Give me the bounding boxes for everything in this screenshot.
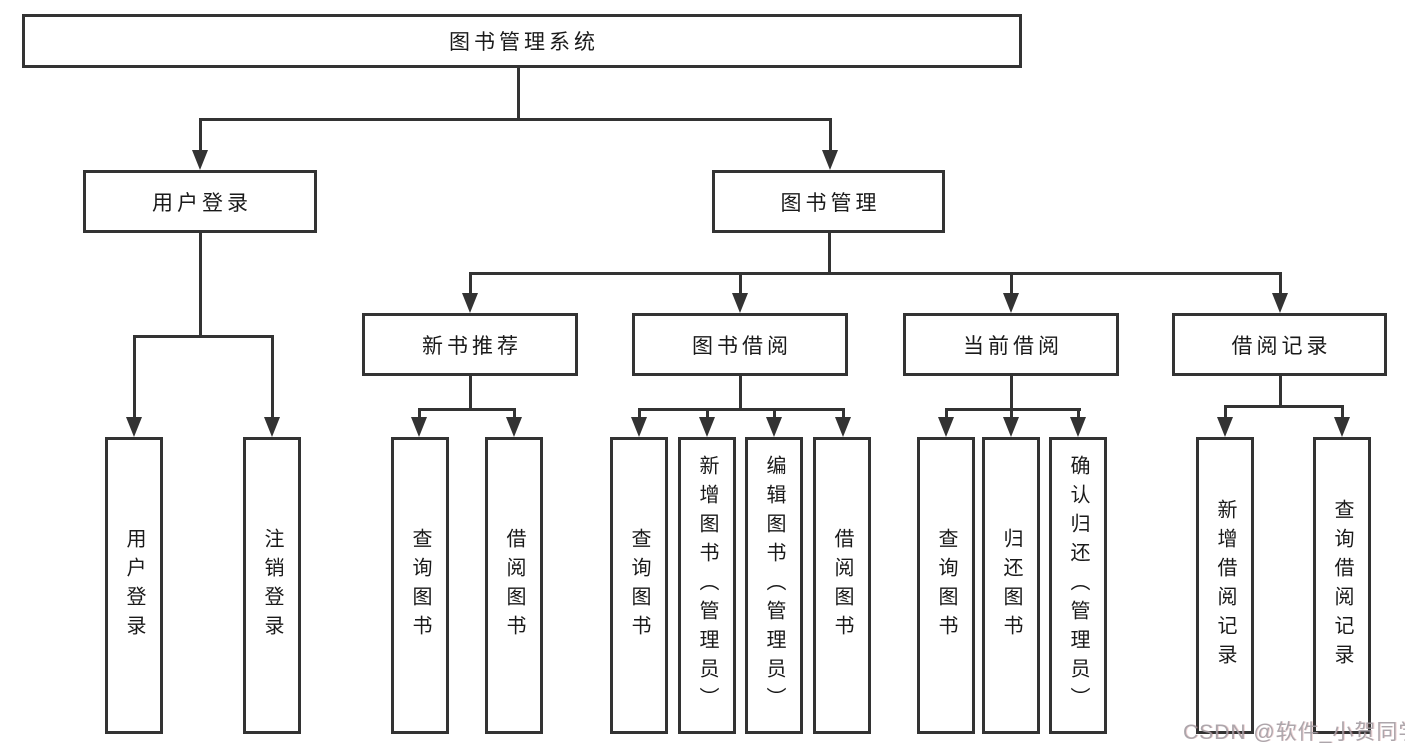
connector-line <box>469 376 472 411</box>
node-current-borrow: 当前借阅 <box>903 313 1119 376</box>
connector-line <box>1279 272 1282 296</box>
arrowhead-down-icon <box>1272 293 1288 313</box>
connector-line <box>133 335 274 338</box>
connector-line <box>199 233 202 338</box>
connector-line <box>271 335 274 421</box>
arrowhead-down-icon <box>1217 417 1233 437</box>
arrowhead-down-icon <box>411 417 427 437</box>
arrowhead-down-icon <box>732 293 748 313</box>
connector-line <box>1010 272 1013 296</box>
leaf-br-add-record: 新增借阅记录 <box>1196 437 1254 734</box>
arrowhead-down-icon <box>462 293 478 313</box>
arrowhead-down-icon <box>1003 293 1019 313</box>
arrowhead-down-icon <box>264 417 280 437</box>
connector-line <box>829 118 832 152</box>
arrowhead-down-icon <box>192 150 208 170</box>
connector-line <box>469 272 472 296</box>
connector-line <box>638 408 641 421</box>
node-user-login: 用户登录 <box>83 170 317 233</box>
connector-line <box>1341 405 1344 421</box>
arrowhead-down-icon <box>938 417 954 437</box>
arrowhead-down-icon <box>822 150 838 170</box>
connector-line <box>773 408 776 421</box>
leaf-nb-borrow-book: 借阅图书 <box>485 437 543 734</box>
arrowhead-down-icon <box>1003 417 1019 437</box>
connector-line <box>842 408 845 421</box>
connector-line <box>133 335 136 421</box>
leaf-cb-confirm-return-admin: 确认归还（管理员） <box>1049 437 1107 734</box>
node-root: 图书管理系统 <box>22 14 1022 68</box>
arrowhead-down-icon <box>699 417 715 437</box>
connector-line <box>1010 376 1013 411</box>
connector-line <box>706 408 709 421</box>
node-book-management: 图书管理 <box>712 170 945 233</box>
arrowhead-down-icon <box>506 417 522 437</box>
connector-line <box>199 118 831 121</box>
connector-line <box>739 272 742 296</box>
leaf-user-login: 用户登录 <box>105 437 163 734</box>
leaf-cb-return-book: 归还图书 <box>982 437 1040 734</box>
arrowhead-down-icon <box>766 417 782 437</box>
leaf-cb-query-book: 查询图书 <box>917 437 975 734</box>
connector-line <box>513 408 516 421</box>
connector-line <box>1224 405 1344 408</box>
leaf-nb-query-book: 查询图书 <box>391 437 449 734</box>
connector-line <box>199 118 202 152</box>
connector-line <box>469 272 1282 275</box>
arrowhead-down-icon <box>631 417 647 437</box>
connector-line <box>1077 408 1080 421</box>
arrowhead-down-icon <box>835 417 851 437</box>
connector-line <box>739 376 742 411</box>
node-book-borrow: 图书借阅 <box>632 313 848 376</box>
arrowhead-down-icon <box>126 417 142 437</box>
connector-line <box>945 408 1081 411</box>
node-new-book-recommend: 新书推荐 <box>362 313 578 376</box>
arrowhead-down-icon <box>1070 417 1086 437</box>
connector-line <box>418 408 421 421</box>
connector-line <box>1279 376 1282 408</box>
connector-line <box>418 408 516 411</box>
connector-line <box>828 233 831 275</box>
leaf-bb-query-book: 查询图书 <box>610 437 668 734</box>
connector-line <box>1010 408 1013 421</box>
connector-line <box>517 68 520 121</box>
leaf-logout: 注销登录 <box>243 437 301 734</box>
arrowhead-down-icon <box>1334 417 1350 437</box>
connector-line <box>1224 405 1227 421</box>
watermark: CSDN @软件_小贺同学 <box>1183 721 1405 744</box>
leaf-bb-add-book-admin: 新增图书（管理员） <box>678 437 736 734</box>
leaf-br-query-record: 查询借阅记录 <box>1313 437 1371 734</box>
leaf-bb-borrow-book: 借阅图书 <box>813 437 871 734</box>
connector-line <box>945 408 948 421</box>
leaf-bb-edit-book-admin: 编辑图书（管理员） <box>745 437 803 734</box>
connector-line <box>638 408 845 411</box>
node-borrow-records: 借阅记录 <box>1172 313 1387 376</box>
